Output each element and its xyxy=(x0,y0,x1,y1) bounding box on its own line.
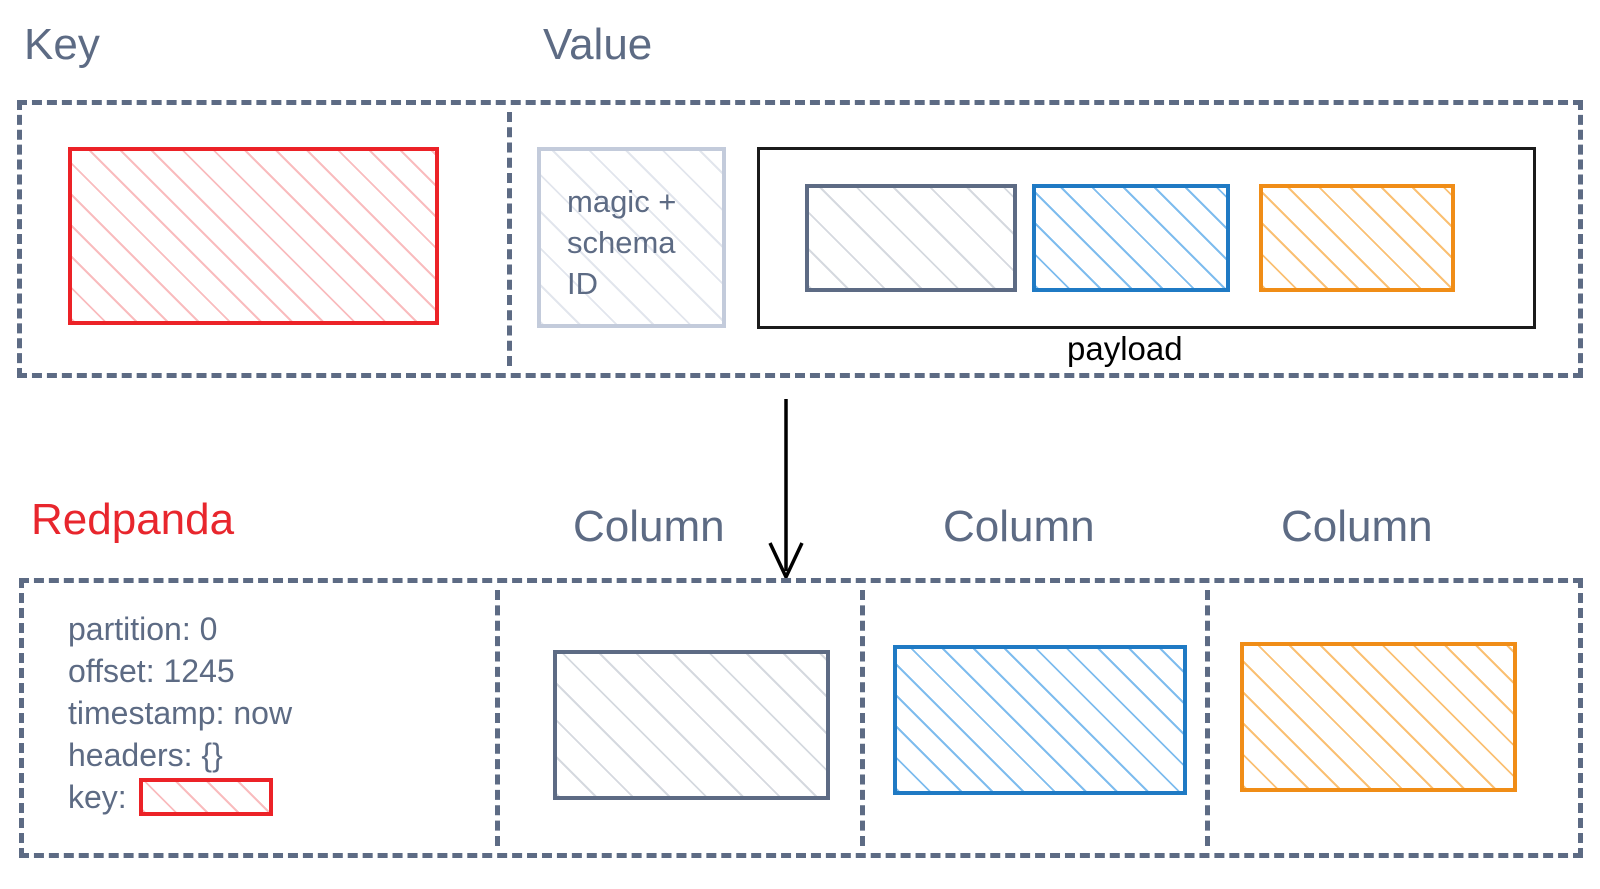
key-bytes-block xyxy=(68,147,439,325)
bottom-column-2-label: Column xyxy=(943,502,1095,551)
bottom-column-2-block xyxy=(893,645,1187,795)
magic-schema-line-2: schema xyxy=(567,225,676,260)
record-metadata-list: partition: 0 offset: 1245 timestamp: now… xyxy=(68,608,292,818)
bottom-divider-2 xyxy=(860,590,865,846)
metadata-headers: headers: {} xyxy=(68,737,223,773)
metadata-partition: partition: 0 xyxy=(68,611,218,647)
bottom-divider-3 xyxy=(1205,590,1210,846)
redpanda-label: Redpanda xyxy=(31,495,235,544)
metadata-timestamp: timestamp: now xyxy=(68,695,293,731)
metadata-key-label: key: xyxy=(68,779,127,815)
key-header-label: Key xyxy=(24,20,100,69)
magic-schema-line-3: ID xyxy=(567,266,598,301)
magic-schema-id-block: magic + schema ID xyxy=(537,147,726,328)
value-header-label: Value xyxy=(543,20,653,69)
bottom-column-3-block xyxy=(1240,642,1517,792)
payload-column-2-block xyxy=(1032,184,1230,292)
metadata-key-swatch xyxy=(138,778,273,816)
magic-schema-line-1: magic + xyxy=(567,184,677,219)
key-value-divider xyxy=(507,112,512,366)
bottom-column-3-label: Column xyxy=(1281,502,1433,551)
bottom-record-container xyxy=(19,578,1583,858)
bottom-column-1-block xyxy=(553,650,830,800)
magic-schema-id-label: magic + schema ID xyxy=(567,181,676,304)
payload-column-3-block xyxy=(1259,184,1455,292)
metadata-key-row: key: xyxy=(68,776,292,818)
payload-column-1-block xyxy=(805,184,1017,292)
top-record-container xyxy=(17,100,1583,378)
bottom-column-1-label: Column xyxy=(573,502,725,551)
metadata-offset: offset: 1245 xyxy=(68,653,235,689)
payload-label: payload xyxy=(1067,330,1183,367)
bottom-divider-1 xyxy=(495,590,500,846)
flow-arrow xyxy=(760,395,820,585)
